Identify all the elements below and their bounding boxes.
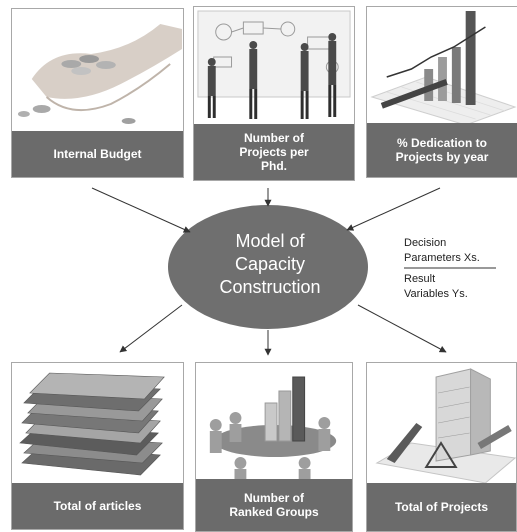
caption-projects-per-phd: Number of Projects per Phd. xyxy=(194,124,354,180)
legend-result-variables: Result Variables Ys. xyxy=(404,273,468,300)
stack-of-magazines-image xyxy=(12,363,183,485)
caption-total-projects: Total of Projects xyxy=(367,483,516,531)
arrow-model-to-total-projects xyxy=(357,304,447,353)
people-at-whiteboard-image xyxy=(194,7,354,126)
caption-internal-budget: Internal Budget xyxy=(12,131,183,177)
model-ellipse xyxy=(168,205,368,329)
caption-total-articles: Total of articles xyxy=(12,483,183,529)
meeting-table-with-chart-image xyxy=(196,363,352,481)
arrow-budget-to-model xyxy=(91,187,191,233)
output-card-total-projects: Total of Projects xyxy=(366,362,517,532)
output-card-total-articles: Total of articles xyxy=(11,362,184,530)
model-label: Model of Capacity Construction xyxy=(219,231,321,297)
caption-dedication: % Dedication to Projects by year xyxy=(367,123,517,177)
caption-ranked-groups: Number of Ranked Groups xyxy=(196,479,352,531)
input-card-projects-per-phd: Number of Projects per Phd. xyxy=(193,6,355,181)
arrow-model-to-articles xyxy=(119,304,183,353)
bar-chart-with-pencil-image xyxy=(367,7,517,125)
coins-in-hands-image xyxy=(12,9,183,133)
legend-decision-parameters: Decision Parameters Xs. xyxy=(404,237,480,264)
building-blueprint-image xyxy=(367,363,516,485)
output-card-ranked-groups: Number of Ranked Groups xyxy=(195,362,353,532)
input-card-dedication: % Dedication to Projects by year xyxy=(366,6,517,178)
input-card-internal-budget: Internal Budget xyxy=(11,8,184,178)
arrow-dedication-to-model xyxy=(346,187,441,231)
